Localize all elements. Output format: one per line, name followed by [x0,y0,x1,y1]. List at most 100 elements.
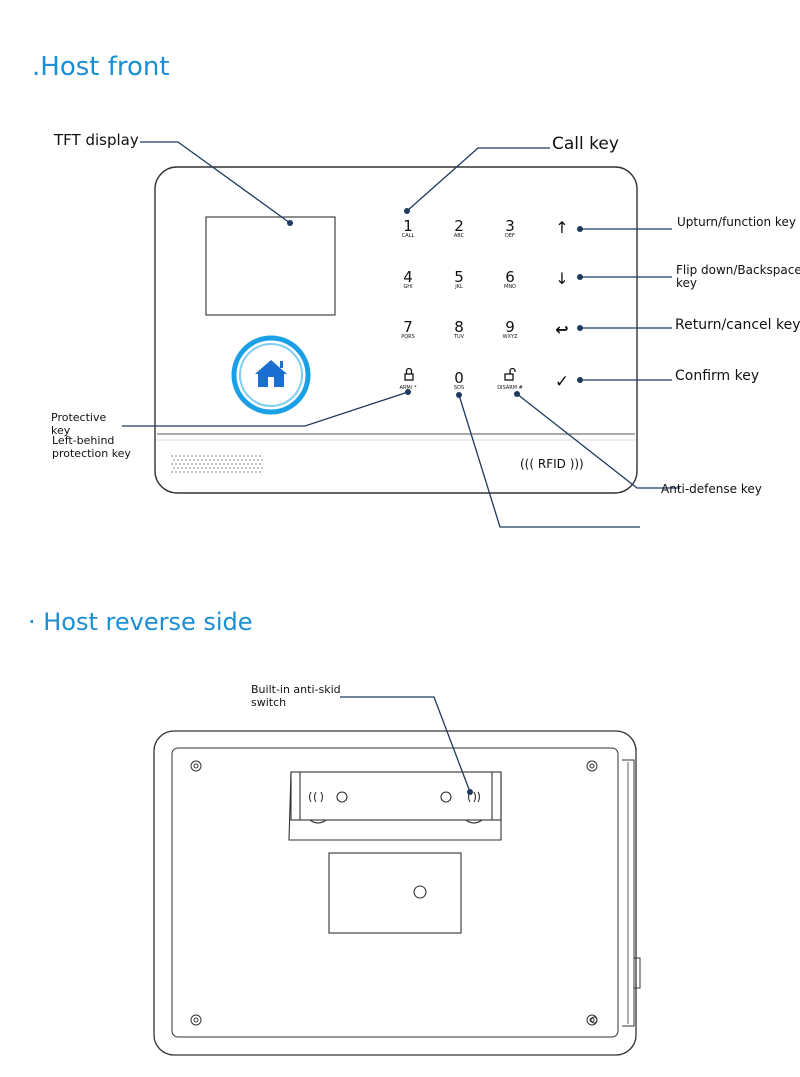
call-key-label: Call key [552,134,619,154]
key-digit: 3 [505,217,515,235]
return-cancel-key-label: Return/cancel key [675,317,800,333]
grille-dot [183,455,185,457]
grille-dot [259,471,261,473]
grille-dot [239,471,241,473]
grille-dot [179,463,181,465]
grille-dot [223,455,225,457]
flip-down-key-icon[interactable]: ↓ [555,269,568,288]
front-callout-dots [287,208,583,398]
grille-dot [185,467,187,469]
confirm-key-icon[interactable]: ✓ [555,372,569,392]
grille-dot [219,455,221,457]
grille-dot [193,459,195,461]
grille-dot [195,463,197,465]
grille-dot [237,467,239,469]
flip-down-key-label: Flip down/Backspace key [676,264,800,290]
grille-dot [253,467,255,469]
grille-dot [219,463,221,465]
left-behind-line2: protection key [52,447,131,460]
grille-dot [195,455,197,457]
host-back-body [153,730,637,1056]
grille-dot [179,455,181,457]
key-digit: 5 [454,268,464,286]
grille-dot [191,471,193,473]
left-behind-protection-key-label: Left-behind protection key [52,434,131,460]
grille-dot [193,467,195,469]
grille-dot [217,467,219,469]
home-icon [255,360,287,387]
grille-dot [229,467,231,469]
upturn-key-icon[interactable]: ↑ [555,218,568,237]
grille-dot [261,459,263,461]
grille-dot [257,467,259,469]
left-behind-line1: Left-behind [52,434,115,447]
grille-dot [217,459,219,461]
upturn-function-key-label: Upturn/function key [677,215,796,229]
grille-dot [235,455,237,457]
grille-dot [171,463,173,465]
key-digit: 7 [403,318,413,336]
key-digit: 4 [403,268,413,286]
front-section-title: .Host front [32,52,170,82]
grille-dot [255,455,257,457]
rfid-label: ((( RFID ))) [520,457,584,471]
grille-dot [175,463,177,465]
grille-dot [171,471,173,473]
protective-key-label: Protective key [51,411,106,437]
grille-dot [195,471,197,473]
grille-dot [175,471,177,473]
flip-down-key-line2: key [676,276,698,290]
grille-dot [207,455,209,457]
anti-defense-key-label: Anti-defense key [661,482,762,496]
grille-dot [207,463,209,465]
disarm-unlock-icon [504,367,516,381]
back-section-title: · Host reverse side [28,608,253,636]
grille-dot [213,467,215,469]
grille-dot [243,471,245,473]
grille-dot [177,467,179,469]
grille-dot [171,455,173,457]
key-sublabel: WXYZ [503,334,518,340]
grille-dot [209,459,211,461]
grille-dot [235,463,237,465]
keypad-key[interactable]: ARM/ * [400,385,417,391]
keypad-key[interactable]: DISARM # [497,385,523,391]
home-button[interactable] [231,335,311,415]
grille-dot [235,471,237,473]
grille-dot [205,459,207,461]
grille-dot [227,455,229,457]
grille-dot [251,471,253,473]
grille-dot [227,463,229,465]
grille-dot [251,455,253,457]
grille-dot [209,467,211,469]
flip-down-key-line1: Flip down/Backspace [676,263,800,277]
mounting-bracket [288,771,502,841]
grille-dot [237,459,239,461]
anti-skid-switch-label: Built-in anti-skid switch [251,683,341,709]
grille-dot [215,471,217,473]
grille-dot [241,467,243,469]
grille-dot [231,471,233,473]
grille-dot [201,467,203,469]
key-digit: 8 [454,318,464,336]
grille-dot [205,467,207,469]
grille-dot [175,455,177,457]
return-key-icon[interactable]: ↩ [555,320,568,339]
grille-dot [191,455,193,457]
grille-dot [221,459,223,461]
grille-dot [239,455,241,457]
grille-dot [211,463,213,465]
grille-dot [179,471,181,473]
grille-dot [187,463,189,465]
grille-dot [183,471,185,473]
